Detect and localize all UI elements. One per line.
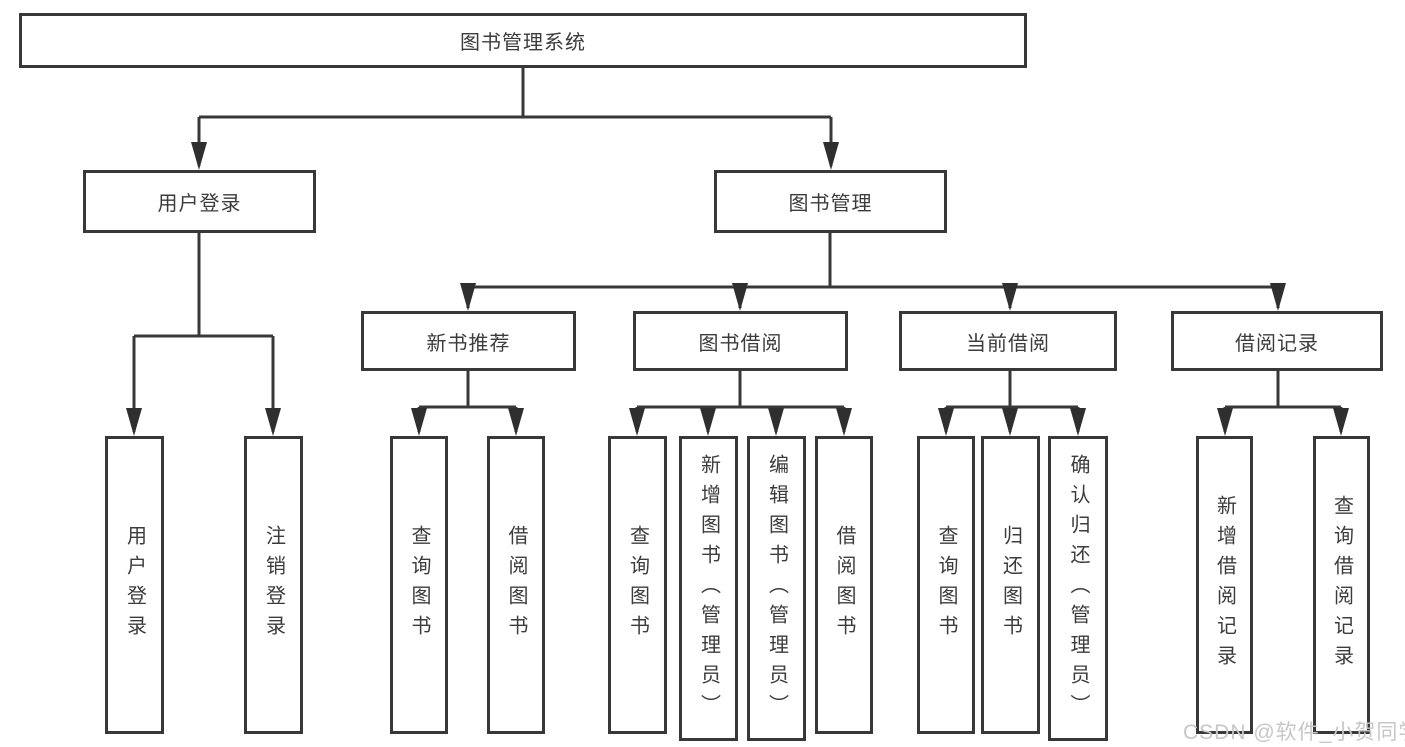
leaf-records-add-record-label: 新增借阅记录 [1213,495,1236,675]
node-borrowing-records: 借阅记录 [1171,311,1383,371]
leaf-recommend-query-books-label: 查询图书 [408,525,430,645]
leaf-records-query-record: 查询借阅记录 [1313,436,1370,734]
node-user-login-label: 用户登录 [157,193,242,215]
connector-user-login-split [132,233,275,432]
connector-records-split [1223,371,1343,432]
leaf-current-confirm-return-admin-label: 确认归还（管理员） [1067,453,1089,724]
node-current-borrowing-label: 当前借阅 [966,332,1050,355]
node-book-borrowing-label: 图书借阅 [698,332,783,355]
leaf-borrowing-add-books-admin-label: 新增图书（管理员） [697,453,720,724]
leaf-recommend-borrow-books: 借阅图书 [487,436,545,734]
leaf-logout: 注销登录 [244,436,303,734]
node-new-book-recommend-label: 新书推荐 [426,332,511,355]
leaf-borrowing-edit-books-admin: 编辑图书（管理员） [747,436,806,741]
node-book-management-label: 图书管理 [788,193,873,215]
csdn-watermark: CSDN @软件_小贺同学 [1183,721,1405,744]
node-book-management: 图书管理 [714,170,947,233]
leaf-borrowing-edit-books-admin-label: 编辑图书（管理员） [765,453,788,724]
leaf-current-confirm-return-admin: 确认归还（管理员） [1048,436,1108,741]
connector-recommend-split [417,371,518,432]
node-root: 图书管理系统 [19,13,1027,68]
leaf-current-return-books-label: 归还图书 [999,525,1022,645]
leaf-borrowing-query-books: 查询图书 [608,436,667,734]
node-current-borrowing: 当前借阅 [899,311,1117,371]
leaf-borrowing-add-books-admin: 新增图书（管理员） [679,436,738,741]
leaf-user-login-label: 用户登录 [123,525,146,645]
leaf-logout-label: 注销登录 [262,525,285,645]
leaf-recommend-borrow-books-label: 借阅图书 [505,525,527,645]
node-user-login: 用户登录 [83,170,316,233]
leaf-borrowing-borrow-books-label: 借阅图书 [833,525,855,645]
connector-borrowing-split [635,371,846,432]
leaf-current-query-books: 查询图书 [917,436,975,734]
leaf-records-query-record-label: 查询借阅记录 [1330,495,1353,675]
leaf-recommend-query-books: 查询图书 [390,436,448,734]
connector-book-mgmt-split [466,233,1280,308]
leaf-borrowing-borrow-books: 借阅图书 [815,436,873,734]
node-new-book-recommend: 新书推荐 [361,311,576,371]
leaf-borrowing-query-books-label: 查询图书 [626,525,649,645]
node-root-label: 图书管理系统 [460,32,586,54]
connector-root-split [197,68,833,166]
leaf-user-login: 用户登录 [105,436,164,734]
node-borrowing-records-label: 借阅记录 [1235,332,1319,355]
leaf-current-return-books: 归还图书 [981,436,1040,734]
node-book-borrowing: 图书借阅 [633,311,848,371]
leaf-current-query-books-label: 查询图书 [935,525,957,645]
leaf-records-add-record: 新增借阅记录 [1196,436,1253,734]
